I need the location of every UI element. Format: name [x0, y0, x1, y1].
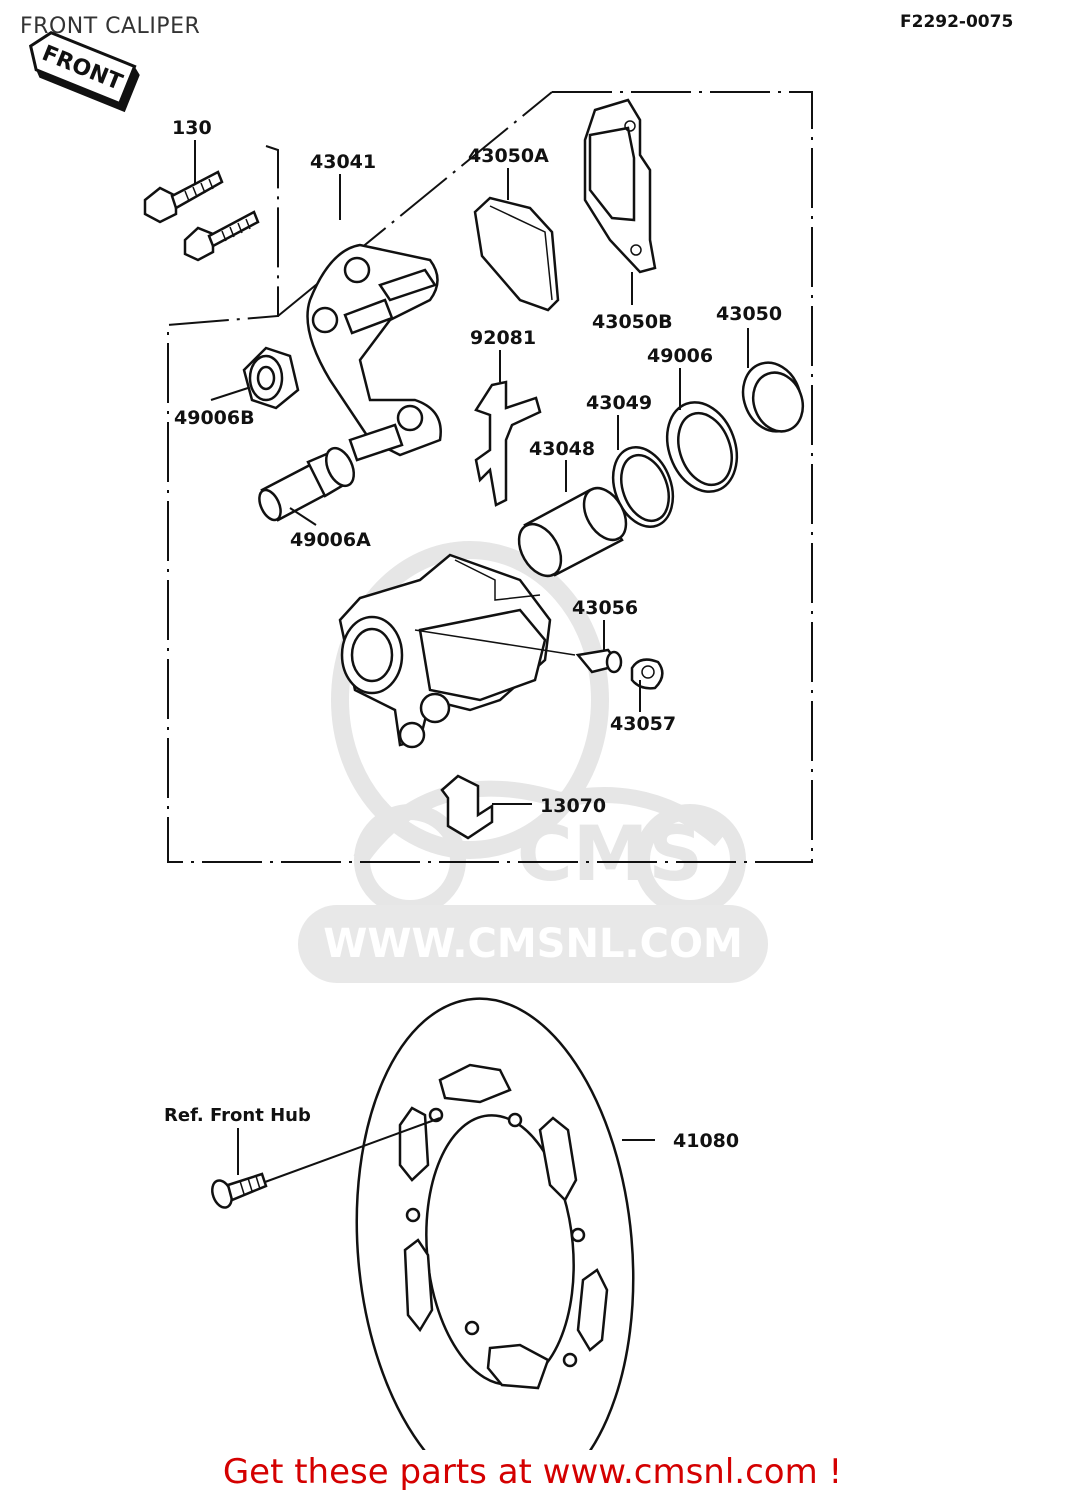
brake-disc-41080 — [355, 997, 635, 1450]
reference-label-front-hub: Ref. Front Hub — [164, 1105, 311, 1126]
brake-pad-43050a — [473, 196, 560, 312]
seal-49006 — [665, 401, 739, 493]
footer-cta-link[interactable]: Get these parts at www.cmsnl.com ! — [222, 1452, 843, 1492]
part-label-43041: 43041 — [310, 151, 376, 173]
part-label-43049: 43049 — [586, 392, 652, 414]
part-label-92081: 92081 — [470, 327, 536, 349]
part-label-49006: 49006 — [647, 345, 713, 367]
leader-lines — [194, 140, 749, 1183]
assembly-boundary — [167, 91, 813, 863]
piston-43048 — [517, 486, 628, 578]
part-label-43050: 43050 — [716, 303, 782, 325]
bleeder-cap-43057 — [630, 658, 664, 690]
pad-spring-92081 — [474, 380, 542, 507]
exploded-parts-diagram: CMS WWW.CMSNL.COM FRONT — [28, 31, 813, 1450]
part-label-130: 130 — [172, 117, 212, 139]
part-label-49006a: 49006A — [290, 529, 371, 551]
bolt-130-lower — [183, 210, 260, 262]
part-label-43050b: 43050B — [592, 311, 673, 333]
pin-boot-49006b — [242, 346, 300, 410]
watermark-logo-text: CMS — [517, 809, 703, 898]
part-label-13070: 13070 — [540, 795, 606, 817]
caliper-body — [338, 553, 552, 749]
part-label-49006b: 49006B — [174, 407, 255, 429]
dust-boot-43050 — [741, 361, 805, 433]
part-label-43050a: 43050A — [468, 145, 549, 167]
caliper-bracket-43041 — [306, 243, 442, 462]
piston-seal-43049 — [611, 446, 675, 528]
part-label-43057: 43057 — [610, 713, 676, 735]
watermark-url: WWW.CMSNL.COM — [323, 921, 743, 967]
front-orientation-tag: FRONT — [28, 31, 140, 113]
diagram-code: F2292-0075 — [900, 12, 1014, 32]
pad-clip-13070 — [440, 774, 494, 840]
disc-mounting-screw — [211, 1172, 268, 1209]
part-label-43048: 43048 — [529, 438, 595, 460]
part-label-41080: 41080 — [673, 1130, 739, 1152]
bolt-130-upper — [143, 170, 224, 224]
part-label-43056: 43056 — [572, 597, 638, 619]
pin-boot-49006a — [258, 446, 356, 522]
brake-pad-43050b — [583, 98, 657, 274]
cms-watermark: CMS WWW.CMSNL.COM — [298, 541, 768, 983]
bleeder-valve-43056 — [575, 648, 623, 674]
